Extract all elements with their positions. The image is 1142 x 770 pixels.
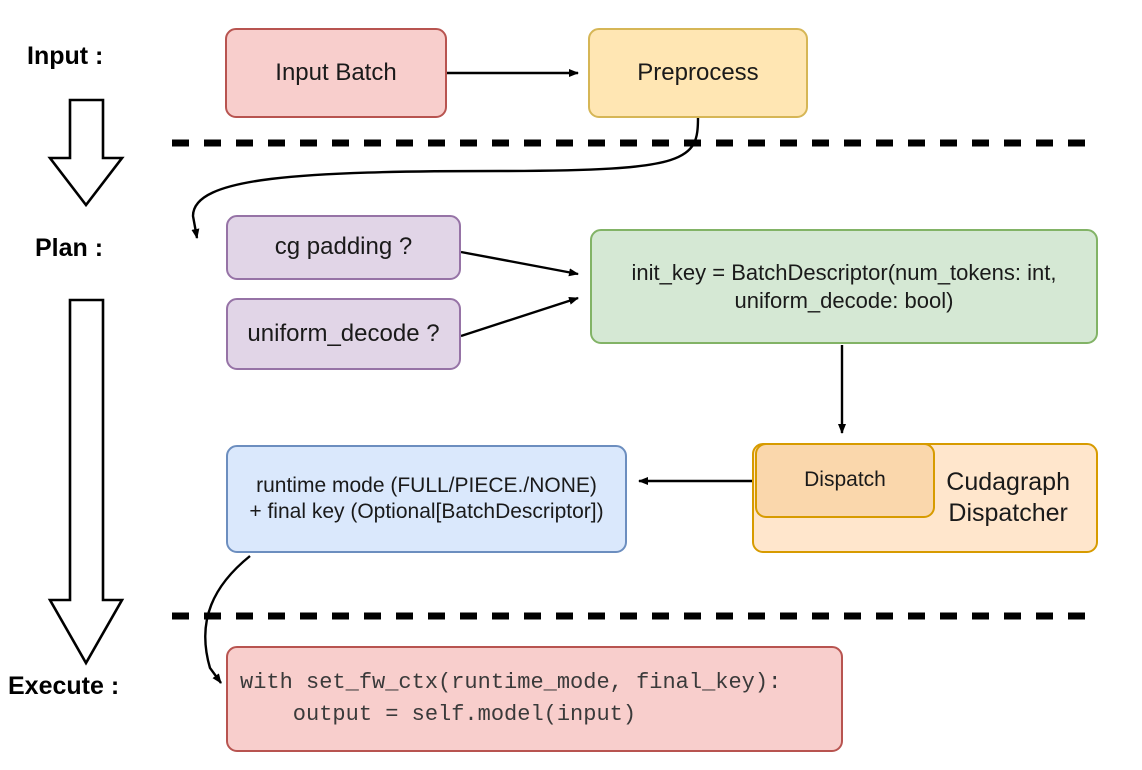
node-init-key-line1: init_key = BatchDescriptor(num_tokens: i… [631, 259, 1057, 285]
node-cg-padding-label: cg padding ? [274, 233, 413, 261]
node-dispatch-label: Dispatch [804, 468, 886, 492]
node-preprocess[interactable]: Preprocess [588, 28, 808, 118]
node-runtime-mode[interactable]: runtime mode (FULL/PIECE./NONE) + final … [226, 445, 627, 553]
node-execute-code[interactable]: with set_fw_ctx(runtime_mode, final_key)… [226, 646, 843, 752]
node-runtime-mode-line2: + final key (Optional[BatchDescriptor]) [249, 500, 604, 523]
node-runtime-mode-line1: runtime mode (FULL/PIECE./NONE) [256, 473, 597, 497]
node-cudagraph-dispatcher-line1: Cudagraph [946, 467, 1070, 496]
node-input-batch-label: Input Batch [275, 58, 397, 86]
node-uniform-decode[interactable]: uniform_decode ? [226, 298, 461, 370]
node-execute-code-line1: with set_fw_ctx(runtime_mode, final_key)… [240, 670, 782, 696]
uniform-decode-to-init-key [460, 296, 579, 338]
runtime-mode-to-execute-code [204, 555, 251, 684]
cg-padding-to-init-key [460, 250, 579, 277]
input-to-plan-arrow [47, 98, 125, 208]
node-cudagraph-dispatcher-line2: Dispatcher [948, 499, 1068, 527]
node-dispatch[interactable]: Dispatch [755, 443, 935, 518]
node-init-key[interactable]: init_key = BatchDescriptor(num_tokens: i… [590, 229, 1098, 344]
stage-label-plan: Plan : [35, 234, 104, 262]
preprocess-to-cg-padding [191, 116, 700, 239]
node-input-batch[interactable]: Input Batch [225, 28, 447, 118]
node-cg-padding[interactable]: cg padding ? [226, 215, 461, 280]
stage-label-input: Input : [27, 42, 104, 70]
node-uniform-decode-label: uniform_decode ? [247, 319, 440, 347]
node-execute-code-line2: output = self.model(input) [240, 702, 637, 727]
node-init-key-line2: uniform_decode: bool) [734, 287, 954, 313]
plan-to-execute-arrow [47, 298, 125, 666]
stage-label-execute: Execute : [8, 672, 120, 700]
node-preprocess-label: Preprocess [637, 58, 759, 86]
